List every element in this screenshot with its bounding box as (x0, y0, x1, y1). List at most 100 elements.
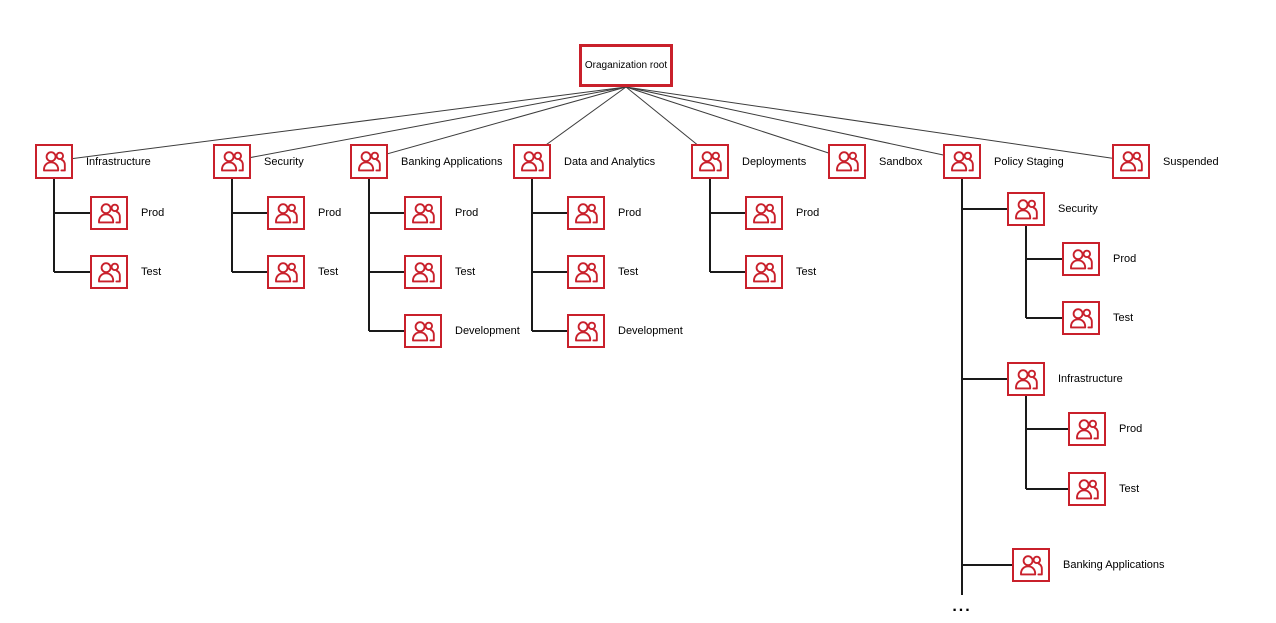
truncation-ellipsis: ... (952, 598, 972, 615)
node-label: Test (796, 266, 817, 278)
node-label: Security (264, 155, 304, 168)
node-box (350, 144, 388, 179)
users-icon (1012, 197, 1040, 222)
node-deployments: Deployments (691, 144, 806, 179)
users-icon (572, 319, 600, 344)
users-icon (948, 149, 976, 174)
node-label: Deployments (742, 155, 807, 168)
node-data-and-analytics-prod: Prod (567, 196, 641, 230)
node-label: Security (1058, 203, 1098, 215)
node-label: Test (455, 266, 476, 278)
node-label: Prod (796, 207, 820, 219)
node-box (691, 144, 729, 179)
node-box (745, 196, 783, 230)
users-icon (750, 201, 778, 226)
node-deployments-test: Test (745, 255, 816, 289)
users-icon (409, 260, 437, 285)
node-box (828, 144, 866, 179)
node-banking-applications: Banking Applications (350, 144, 503, 179)
node-box (567, 314, 605, 348)
node-box (567, 255, 605, 289)
node-box (267, 196, 305, 230)
node-organization-root: Oraganization root (579, 44, 673, 87)
node-deployments-prod: Prod (745, 196, 819, 230)
node-box (404, 196, 442, 230)
node-label: Policy Staging (994, 155, 1064, 168)
node-box (1007, 192, 1045, 226)
users-icon (833, 149, 861, 174)
node-box (1012, 548, 1050, 582)
node-label: Test (1113, 312, 1134, 324)
node-label: Development (455, 325, 520, 337)
node-box (90, 196, 128, 230)
node-policy-staging-security-test: Test (1062, 301, 1133, 335)
users-icon (95, 260, 123, 285)
node-box (1062, 242, 1100, 276)
node-banking-applications-development: Development (404, 314, 520, 348)
node-data-and-analytics: Data and Analytics (513, 144, 655, 179)
users-icon (1073, 417, 1101, 442)
users-icon (272, 260, 300, 285)
users-icon (1012, 367, 1040, 392)
node-security-prod: Prod (267, 196, 341, 230)
users-icon (95, 201, 123, 226)
node-sandbox: Sandbox (828, 144, 922, 179)
node-label: Development (618, 325, 683, 337)
node-label: Sandbox (879, 155, 923, 168)
node-suspended: Suspended (1112, 144, 1219, 179)
node-box (1112, 144, 1150, 179)
users-icon (518, 149, 546, 174)
node-label: Infrastructure (86, 155, 151, 168)
node-label: Test (141, 266, 162, 278)
node-box (404, 255, 442, 289)
node-label: Test (1119, 483, 1140, 495)
users-icon (409, 319, 437, 344)
users-icon (40, 149, 68, 174)
node-box (567, 196, 605, 230)
users-icon (572, 260, 600, 285)
node-label: Banking Applications (401, 155, 503, 168)
node-label: Data and Analytics (564, 155, 656, 168)
node-policy-staging-security-prod: Prod (1062, 242, 1136, 276)
node-box (267, 255, 305, 289)
node-policy-staging-banking-applications: Banking Applications (1012, 548, 1165, 582)
node-label: Suspended (1163, 155, 1219, 168)
node-box (35, 144, 73, 179)
node-box (213, 144, 251, 179)
node-box (513, 144, 551, 179)
users-icon (696, 149, 724, 174)
node-box (404, 314, 442, 348)
node-policy-staging-infrastructure-prod: Prod (1068, 412, 1142, 446)
node-infrastructure-test: Test (90, 255, 161, 289)
users-icon (1117, 149, 1145, 174)
users-icon (218, 149, 246, 174)
node-label: Prod (141, 207, 165, 219)
node-infrastructure-prod: Prod (90, 196, 164, 230)
node-security-test: Test (267, 255, 338, 289)
node-label: Prod (455, 207, 479, 219)
node-policy-staging: Policy Staging (943, 144, 1064, 179)
node-box (1068, 472, 1106, 506)
node-policy-staging-security: Security (1007, 192, 1098, 226)
node-label: Test (318, 266, 339, 278)
node-label: Prod (618, 207, 642, 219)
node-policy-staging-infrastructure-test: Test (1068, 472, 1139, 506)
users-icon (750, 260, 778, 285)
node-data-and-analytics-test: Test (567, 255, 638, 289)
node-label: Infrastructure (1058, 373, 1123, 385)
users-icon (1017, 553, 1045, 578)
node-box (1062, 301, 1100, 335)
node-infrastructure: Infrastructure (35, 144, 151, 179)
users-icon (572, 201, 600, 226)
node-banking-applications-prod: Prod (404, 196, 478, 230)
users-icon (272, 201, 300, 226)
node-organization-root-label: Oraganization root (584, 60, 668, 71)
users-icon (1067, 306, 1095, 331)
node-box (943, 144, 981, 179)
node-box (1007, 362, 1045, 396)
node-label: Test (618, 266, 639, 278)
node-label: Prod (1119, 423, 1143, 435)
node-policy-staging-infrastructure: Infrastructure (1007, 362, 1123, 396)
node-label: Prod (1113, 253, 1137, 265)
